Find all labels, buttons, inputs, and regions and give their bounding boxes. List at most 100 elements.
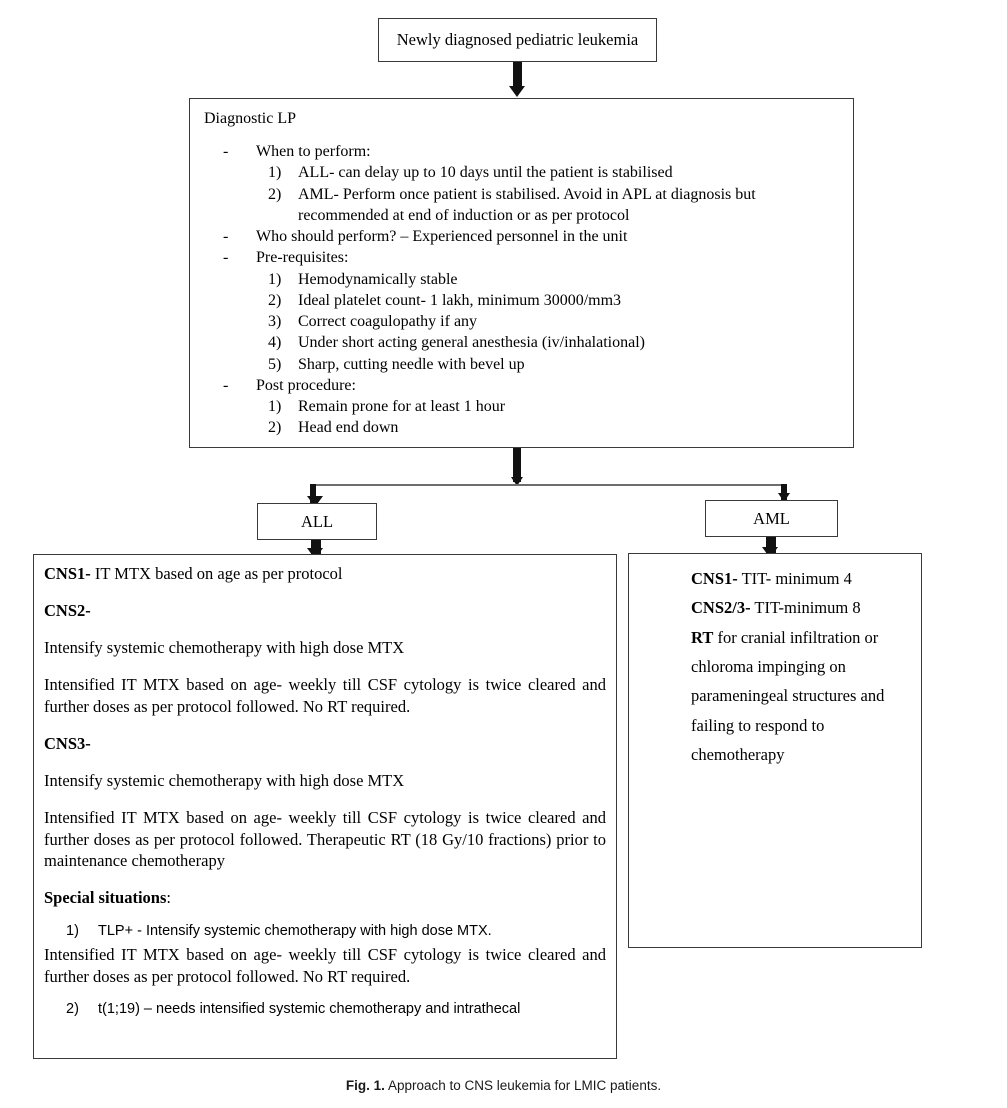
list-item-number: 1): [268, 398, 282, 416]
arrow-head-icon: [509, 86, 525, 97]
all-cns3-label: CNS3-: [44, 733, 91, 753]
all-cns2-paragraph-2: Intensified IT MTX based on age- weekly …: [44, 674, 606, 716]
list-item-number: 2): [268, 291, 282, 309]
all-protocol-content: CNS1- IT MTX based on age as per protoco…: [44, 563, 606, 1022]
list-item: 1) Hemodynamically stable: [204, 269, 843, 290]
diagnostic-lp-list: - When to perform: 1) ALL- can delay up …: [204, 141, 843, 439]
list-item-label: Ideal platelet count- 1 lakh, minimum 30…: [298, 291, 622, 309]
list-item-label: Pre-requisites:: [256, 249, 349, 267]
list-item-label: Remain prone for at least 1 hour: [298, 398, 506, 416]
aml-line-text: parameningeal structures and: [691, 686, 885, 706]
list-item: - Who should perform? – Experienced pers…: [204, 226, 843, 247]
connector-line: [311, 540, 321, 555]
aml-line-text: chloroma impinging on: [691, 657, 846, 677]
dash-bullet-icon: -: [223, 376, 229, 394]
list-item-number: 1): [268, 270, 282, 288]
aml-line-text: TIT- minimum 4: [737, 569, 852, 588]
list-item: 1) Remain prone for at least 1 hour: [204, 396, 843, 417]
arrow-head-icon: [778, 493, 790, 502]
list-item-label: Correct coagulopathy if any: [298, 313, 478, 331]
node-diagnostic-lp: Diagnostic LP - When to perform: 1) ALL-…: [189, 98, 854, 448]
aml-line-text: TIT-minimum 8: [750, 598, 861, 618]
list-item-label: Head end down: [298, 419, 399, 437]
list-item-label: Under short acting general anesthesia (i…: [298, 334, 645, 352]
list-item: 4) Under short acting general anesthesia…: [204, 332, 843, 353]
all-cns2-label: CNS2-: [44, 600, 91, 620]
dash-bullet-icon: -: [223, 228, 229, 246]
node-all-tag: ALL: [257, 503, 377, 540]
list-item-label: When to perform:: [256, 143, 371, 160]
list-item-label: ALL- can delay up to 10 days until the p…: [298, 164, 673, 182]
aml-line-label: RT: [691, 627, 714, 647]
list-item-label: AML- Perform once patient is stabilised.…: [298, 185, 756, 203]
list-item: - Post procedure:: [204, 375, 843, 396]
all-special-colon: :: [166, 888, 171, 908]
aml-line: failing to respond to: [691, 711, 909, 740]
aml-line: chemotherapy: [691, 740, 909, 769]
all-special-label: Special situations: [44, 888, 167, 908]
list-item: - Pre-requisites:: [204, 247, 843, 268]
node-aml-protocol: CNS1- TIT- minimum 4 CNS2/3- TIT-minimum…: [628, 553, 922, 948]
aml-protocol-content: CNS1- TIT- minimum 4 CNS2/3- TIT-minimum…: [691, 564, 909, 770]
list-item: 2) Head end down: [204, 417, 843, 438]
list-item-label-continued: recommended at end of induction or as pe…: [298, 206, 630, 224]
node-all-tag-label: ALL: [300, 511, 334, 531]
connector-line: [513, 448, 521, 482]
list-item-label: Post procedure:: [256, 376, 356, 394]
node-aml-tag: AML: [705, 500, 838, 537]
dash-bullet-icon: -: [223, 249, 229, 267]
all-cns1-label: CNS1-: [44, 564, 91, 583]
aml-line-label: CNS2/3-: [691, 598, 751, 618]
list-item-number: 3): [268, 313, 282, 331]
aml-line: parameningeal structures and: [691, 681, 909, 710]
figure-caption: Fig. 1. Approach to CNS leukemia for LMI…: [0, 1078, 1007, 1093]
list-item-label: TLP+ - Intensify systemic chemotherapy w…: [98, 923, 492, 940]
list-item: 2) AML- Perform once patient is stabilis…: [204, 184, 843, 227]
aml-line-text: chemotherapy: [691, 745, 785, 765]
list-item-label: Hemodynamically stable: [298, 270, 458, 288]
list-item-number: 5): [268, 355, 282, 373]
all-special-item-1: 1) TLP+ - Intensify systemic chemotherap…: [44, 922, 606, 941]
figure-caption-text: Approach to CNS leukemia for LMIC patien…: [387, 1078, 662, 1093]
all-cns1-text: IT MTX based on age as per protocol: [90, 564, 343, 583]
connector-line-horizontal: [313, 484, 786, 486]
connector-line: [766, 537, 776, 554]
all-special-heading: Special situations:: [44, 887, 606, 909]
list-item-label: Sharp, cutting needle with bevel up: [298, 355, 525, 373]
arrow-head-icon: [762, 547, 778, 558]
connector-line: [513, 62, 522, 90]
aml-line-text: for cranial infiltration or: [713, 627, 879, 647]
connector-line-left-leg: [310, 484, 316, 503]
all-cns3-paragraph-2: Intensified IT MTX based on age- weekly …: [44, 807, 606, 871]
all-cns2-heading: CNS2-: [44, 600, 606, 622]
list-item: 3) Correct coagulopathy if any: [204, 311, 843, 332]
node-newly-diagnosed-label: Newly diagnosed pediatric leukemia: [396, 30, 639, 50]
arrow-head-icon: [511, 477, 523, 486]
all-cns3-heading: CNS3-: [44, 733, 606, 755]
list-item-label: t(1;19) – needs intensified systemic che…: [98, 1001, 521, 1018]
list-item-number: 2): [268, 185, 282, 203]
list-item-number: 1): [66, 923, 79, 940]
all-cns2-paragraph-1: Intensify systemic chemotherapy with hig…: [44, 637, 405, 657]
list-item-number: 4): [268, 334, 282, 352]
node-all-protocol: CNS1- IT MTX based on age as per protoco…: [33, 554, 617, 1059]
figure-caption-label: Fig. 1.: [345, 1078, 385, 1093]
all-cns3-paragraph-1: Intensify systemic chemotherapy with hig…: [44, 770, 405, 790]
aml-line: CNS1- TIT- minimum 4: [691, 564, 909, 593]
list-item: 2) Ideal platelet count- 1 lakh, minimum…: [204, 290, 843, 311]
arrow-head-icon: [307, 496, 323, 507]
list-item: 1) ALL- can delay up to 10 days until th…: [204, 162, 843, 183]
list-item: - When to perform:: [204, 141, 843, 162]
node-diagnostic-lp-title: Diagnostic LP: [204, 110, 296, 127]
list-item: 5) Sharp, cutting needle with bevel up: [204, 354, 843, 375]
node-aml-tag-label: AML: [753, 508, 790, 528]
aml-line: RT for cranial infiltration or: [691, 623, 909, 652]
list-item-number: 2): [66, 1001, 79, 1018]
arrow-head-icon: [307, 548, 323, 559]
list-item-number: 1): [268, 164, 282, 182]
dash-bullet-icon: -: [223, 143, 229, 160]
aml-line-label: CNS1-: [691, 569, 738, 588]
aml-line: CNS2/3- TIT-minimum 8: [691, 593, 909, 622]
all-cns1-line: CNS1- IT MTX based on age as per protoco…: [44, 563, 606, 585]
